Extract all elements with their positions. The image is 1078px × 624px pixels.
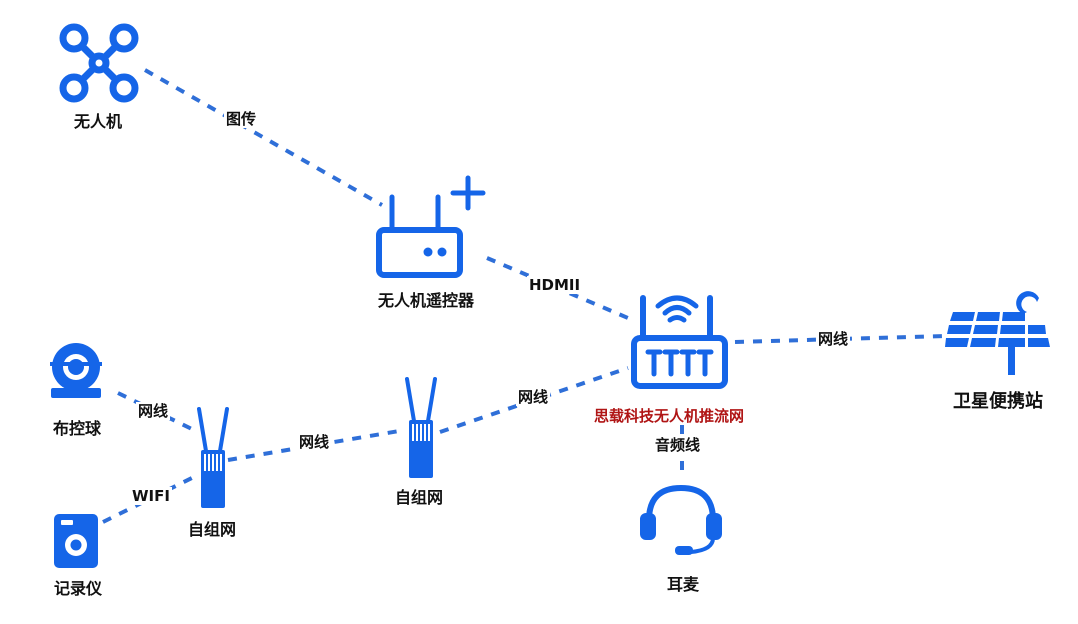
node-label-satellite: 卫星便携站 [953, 391, 1043, 412]
link-label-drone-controller: 图传 [224, 110, 259, 128]
link-label-router-satellite: 网线 [816, 330, 851, 348]
link-mesh1-mesh2 [227, 428, 406, 462]
node-label-recorder: 记录仪 [54, 579, 103, 598]
node-label-mesh1: 自组网 [188, 520, 237, 539]
link-label-ptz-mesh1: 网线 [136, 402, 171, 420]
remote-controller-icon [376, 175, 486, 278]
link-label-mesh1-mesh2: 网线 [297, 433, 332, 451]
link-label-recorder-mesh1: WIFI [130, 487, 172, 505]
satellite-panel-icon [945, 291, 1050, 375]
headset-icon [640, 484, 722, 555]
node-label-controller: 无人机遥控器 [378, 291, 475, 310]
node-label-mesh2: 自组网 [395, 488, 444, 507]
drone-icon [59, 23, 139, 103]
link-mesh2-router [439, 366, 629, 434]
mesh-radio-icon [197, 407, 229, 508]
node-label-headset: 耳麦 [667, 575, 700, 594]
stream-router-icon [631, 295, 728, 389]
node-label-drone: 无人机 [74, 112, 123, 131]
mesh-radio-icon [405, 377, 437, 478]
body-camera-icon [54, 514, 98, 568]
link-label-router-headset: 音频线 [653, 436, 703, 454]
node-label-ptz: 布控球 [53, 419, 102, 438]
link-label-controller-router: HDMII [527, 276, 583, 294]
node-label-router: 思载科技无人机推流网 [594, 407, 745, 425]
link-drone-controller [144, 68, 383, 207]
ptz-camera-icon [50, 343, 102, 398]
link-label-mesh2-router: 网线 [516, 388, 551, 406]
